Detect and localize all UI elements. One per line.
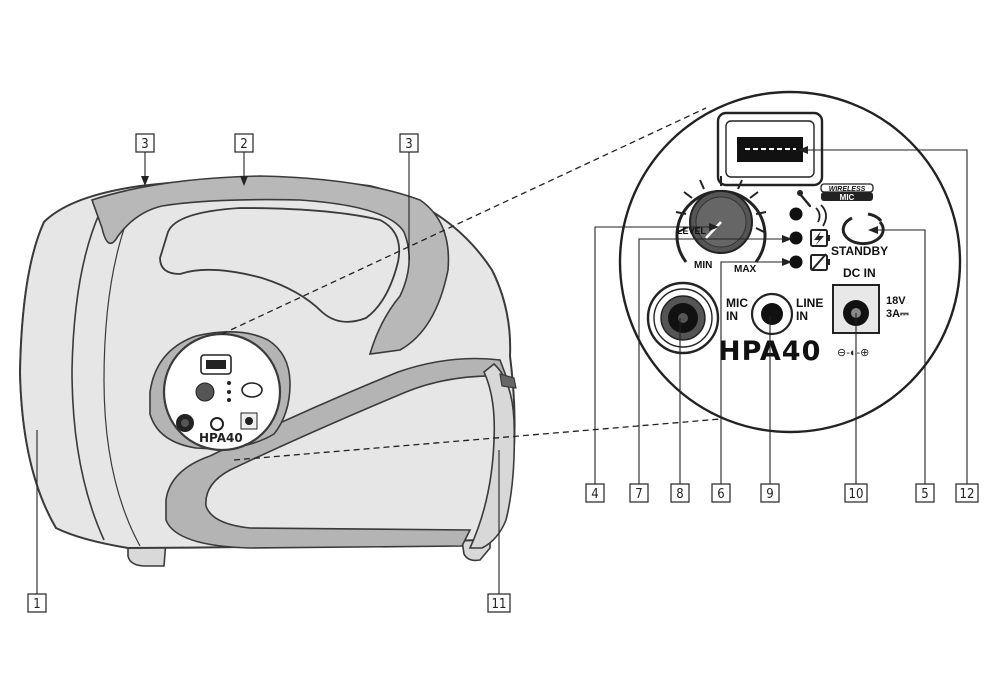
handle-opening xyxy=(159,207,401,323)
battery-led xyxy=(789,255,803,269)
battery-low-icon xyxy=(810,253,830,271)
brand-logo: HPA40 xyxy=(718,336,821,367)
front-face-line xyxy=(71,211,105,541)
dc-in-label: DC IN xyxy=(843,266,876,280)
mic-in-jack[interactable] xyxy=(646,281,720,355)
callout-3-front: 3 xyxy=(135,133,155,153)
mic-label: MIC xyxy=(840,193,855,202)
projection-line-top xyxy=(221,107,707,335)
mini-brand: HPA40 xyxy=(199,431,243,445)
battery-charge-icon xyxy=(810,229,830,247)
callout-9: 9 xyxy=(760,483,780,503)
callout-8: 8 xyxy=(670,483,690,503)
speaker-body: HPA40 xyxy=(18,175,517,567)
callout-label: 11 xyxy=(492,597,507,612)
projection-line-bottom xyxy=(233,413,781,461)
rear-cap xyxy=(468,362,516,549)
callout-12: 12 xyxy=(955,483,979,503)
leader-lines xyxy=(36,146,968,594)
callout-label: 4 xyxy=(591,487,598,502)
wireless-label: WIRELESS xyxy=(829,186,866,193)
callout-label: 1 xyxy=(33,597,40,612)
callout-label: 12 xyxy=(960,487,975,502)
polarity-symbol: ⊖-◐-⊕ xyxy=(837,347,869,359)
callout-label: 5 xyxy=(921,487,928,502)
mini-panel: HPA40 xyxy=(176,354,263,445)
callout-label: 3 xyxy=(405,137,412,152)
callout-label: 9 xyxy=(766,487,773,502)
power-rating-2: 3A⎓ xyxy=(886,308,909,320)
power-rating-1: 18V xyxy=(886,295,906,307)
mic-in-label-2: IN xyxy=(726,309,738,323)
callout-label: 7 xyxy=(635,487,642,502)
mic-in-label-1: MIC xyxy=(726,296,748,310)
callout-label: 8 xyxy=(676,487,683,502)
line-in-label-2: IN xyxy=(796,309,808,323)
callout-label: 3 xyxy=(141,137,148,152)
charge-led xyxy=(789,231,803,245)
standby-button[interactable] xyxy=(841,212,885,246)
callout-7: 7 xyxy=(629,483,649,503)
line-in-jack[interactable] xyxy=(750,292,794,336)
min-label: MIN xyxy=(694,260,712,271)
callout-label: 10 xyxy=(849,487,864,502)
line-in-label-1: LINE xyxy=(796,296,823,310)
usb-port xyxy=(716,111,824,187)
callout-11: 11 xyxy=(487,593,511,613)
strap-pin-11 xyxy=(499,373,517,389)
callout-4: 4 xyxy=(585,483,605,503)
wireless-signal-icon xyxy=(815,204,827,227)
standby-label: STANDBY xyxy=(831,244,888,258)
mic-icon xyxy=(798,192,812,208)
callout-label: 6 xyxy=(717,487,724,502)
wireless-led xyxy=(789,207,803,221)
callout-2: 2 xyxy=(234,133,254,153)
max-label: MAX xyxy=(734,264,757,275)
level-knob[interactable] xyxy=(675,176,767,263)
level-label: LEVEL xyxy=(677,226,707,236)
front-face-line-inner xyxy=(103,189,141,547)
callout-5: 5 xyxy=(915,483,935,503)
callout-6: 6 xyxy=(711,483,731,503)
wireless-mic-badge: WIRELESS MIC xyxy=(797,183,874,227)
callout-label: 2 xyxy=(240,137,247,152)
callout-1: 1 xyxy=(27,593,47,613)
handle-band xyxy=(90,175,450,355)
callout-10: 10 xyxy=(844,483,868,503)
callout-3-rear: 3 xyxy=(399,133,419,153)
